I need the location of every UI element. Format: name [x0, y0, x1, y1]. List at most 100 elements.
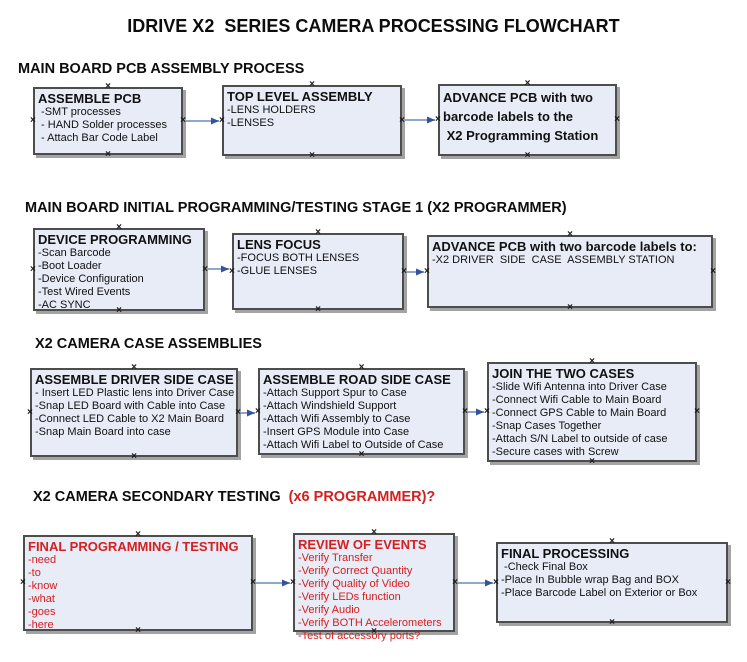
- box-item: -Snap LED Board with Cable into Case: [35, 400, 226, 412]
- box-item: -Verify Correct Quantity: [298, 565, 413, 577]
- connection-anchor-icon: ×: [315, 227, 321, 238]
- connection-anchor-icon: ×: [30, 263, 36, 275]
- box-title: JOIN THE TWO CASES: [492, 366, 635, 381]
- box-item: -Attach Windshield Support: [263, 400, 397, 412]
- connection-anchor-icon: ×: [484, 406, 490, 417]
- box-item: -SMT processes: [38, 106, 121, 118]
- box-item: -to: [28, 567, 41, 579]
- box-item: -Verify BOTH Accelerometers: [298, 617, 442, 629]
- box-item: -Verify LEDs function: [298, 591, 401, 603]
- connection-anchor-icon: ×: [219, 114, 225, 126]
- box-item: -Insert GPS Module into Case: [263, 426, 410, 438]
- connection-anchor-icon: ×: [235, 406, 241, 418]
- box-item: -Attach Wifi Label to Outside of Case: [263, 439, 444, 451]
- connection-anchor-icon: ×: [614, 114, 620, 125]
- connection-anchor-icon: ×: [135, 529, 141, 540]
- connection-anchor-icon: ×: [229, 265, 235, 277]
- connection-anchor-icon: ×: [524, 150, 531, 161]
- box-item: -Place Barcode Label on Exterior or Box: [501, 587, 698, 599]
- connection-anchor-icon: ×: [401, 265, 407, 277]
- box-item: -Snap Cases Together: [492, 420, 602, 432]
- connection-anchor-icon: ×: [567, 229, 573, 240]
- section-heading-case-assemblies: X2 CAMERA CASE ASSEMBLIES: [35, 336, 262, 352]
- box-item: X2 Programming Station: [443, 128, 599, 143]
- box-final-processing: ×××× FINAL PROCESSING -Check Final Box -…: [493, 537, 731, 628]
- box-title: ASSEMBLE PCB: [38, 91, 142, 106]
- connection-anchor-icon: ×: [105, 81, 111, 92]
- connection-anchor-icon: ×: [309, 150, 315, 161]
- box-lens-focus: ×××× LENS FOCUS -FOCUS BOTH LENSES -GLUE…: [229, 228, 407, 315]
- box-item: -Verify Transfer: [298, 552, 373, 564]
- page-title: IDRIVE X2 SERIES CAMERA PROCESSING FLOWC…: [127, 16, 620, 36]
- box-item: -Attach S/N Label to outside of case: [492, 433, 668, 445]
- connection-anchor-icon: ×: [20, 577, 26, 588]
- box-title: TOP LEVEL ASSEMBLY: [227, 89, 373, 104]
- box-title: FINAL PROCESSING: [501, 546, 630, 561]
- connection-anchor-icon: ×: [250, 577, 256, 588]
- connection-anchor-icon: ×: [589, 356, 595, 367]
- box-item: -Test Wired Events: [38, 286, 131, 298]
- connection-anchor-icon: ×: [567, 302, 573, 313]
- connection-anchor-icon: ×: [371, 626, 377, 637]
- box-item: - Insert LED Plastic lens into Driver Ca…: [35, 387, 235, 399]
- box-item: -Place In Bubble wrap Bag and BOX: [501, 574, 679, 586]
- box-item: -Connect LED Cable to X2 Main Board: [35, 413, 224, 425]
- section-heading-red-suffix: (x6 PROGRAMMER)?: [284, 489, 436, 505]
- connection-anchor-icon: ×: [424, 265, 430, 277]
- box-item: -Connect Wifi Cable to Main Board: [492, 394, 662, 406]
- box-title: ASSEMBLE ROAD SIDE CASE: [263, 372, 451, 387]
- box-title: ASSEMBLE DRIVER SIDE CASE: [35, 372, 234, 387]
- connection-anchor-icon: ×: [725, 576, 731, 588]
- box-item: -Attach Wifi Assembly to Case: [263, 413, 411, 425]
- box-item: - Attach Bar Code Label: [38, 132, 158, 144]
- box-title: REVIEW OF EVENTS: [298, 537, 427, 552]
- box-item: -X2 DRIVER SIDE CASE ASSEMBLY STATION: [432, 254, 675, 266]
- box-item: -AC SYNC: [38, 299, 91, 311]
- connection-anchor-icon: ×: [27, 406, 33, 418]
- box-assemble-driver-side-case: × × × × ASSEMBLE DRIVER SIDE CASE - Insert …: [27, 363, 241, 462]
- box-item: -FOCUS BOTH LENSES: [237, 252, 360, 264]
- connection-anchor-icon: ×: [131, 362, 137, 373]
- box-title: FINAL PROGRAMMING / TESTING: [28, 539, 239, 554]
- box-assemble-pcb: ×××× ASSEMBLE PCB -SMT processes - HAND …: [30, 82, 186, 160]
- connection-anchor-icon: ×: [399, 114, 405, 126]
- section-heading-initial-programming: MAIN BOARD INITIAL PROGRAMMING/TESTING S…: [25, 200, 567, 216]
- box-item: -goes: [28, 606, 56, 618]
- connection-anchor-icon: ×: [180, 115, 186, 126]
- connection-anchor-icon: ×: [358, 449, 365, 460]
- box-item: -need: [28, 554, 57, 566]
- connection-anchor-icon: ×: [524, 78, 531, 89]
- connection-anchor-icon: ×: [135, 625, 141, 636]
- box-item: -Scan Barcode: [38, 247, 111, 259]
- box-item: - HAND Solder processes: [38, 119, 167, 131]
- connection-anchor-icon: ×: [358, 362, 365, 373]
- box-title: ADVANCE PCB with two barcode labels to:: [432, 239, 697, 254]
- box-item: -Secure cases with Screw: [492, 446, 619, 458]
- box-item: -LENSES: [227, 117, 275, 129]
- box-item: -Boot Loader: [38, 260, 102, 272]
- box-item: -Verify Quality of Video: [298, 578, 410, 590]
- box-item: -Check Final Box: [501, 561, 588, 573]
- connection-anchor-icon: ×: [710, 265, 716, 277]
- box-item: -Attach Support Spur to Case: [263, 387, 407, 399]
- box-title: ADVANCE PCB with two: [443, 90, 593, 105]
- box-item: -Verify Audio: [298, 604, 360, 616]
- connection-anchor-icon: ×: [116, 222, 122, 233]
- box-review-of-events: × × × × REVIEW OF EVENTS -Verify Transfer -…: [290, 528, 458, 643]
- connection-anchor-icon: ×: [589, 456, 595, 467]
- connection-anchor-icon: ×: [493, 576, 499, 588]
- box-title: DEVICE PROGRAMMING: [38, 232, 192, 247]
- connection-anchor-icon: ×: [202, 263, 208, 275]
- connection-anchor-icon: ×: [290, 576, 296, 588]
- box-item: -Slide Wifi Antenna into Driver Case: [492, 381, 667, 393]
- box-item: -GLUE LENSES: [237, 265, 318, 277]
- box-title: LENS FOCUS: [237, 237, 321, 252]
- connection-anchor-icon: ×: [116, 305, 122, 316]
- box-final-programming-testing: × × × × FINAL PROGRAMMING / TESTING -need -…: [20, 530, 256, 636]
- box-advance-pcb-driver-side-station: × × × × ADVANCE PCB with two barcode labels…: [424, 230, 716, 313]
- connection-anchor-icon: ×: [131, 451, 137, 462]
- connection-anchor-icon: ×: [371, 527, 377, 538]
- connection-anchor-icon: ×: [452, 576, 458, 588]
- box-device-programming: × × × × DEVICE PROGRAMMING -Scan Barcode -B…: [30, 223, 208, 316]
